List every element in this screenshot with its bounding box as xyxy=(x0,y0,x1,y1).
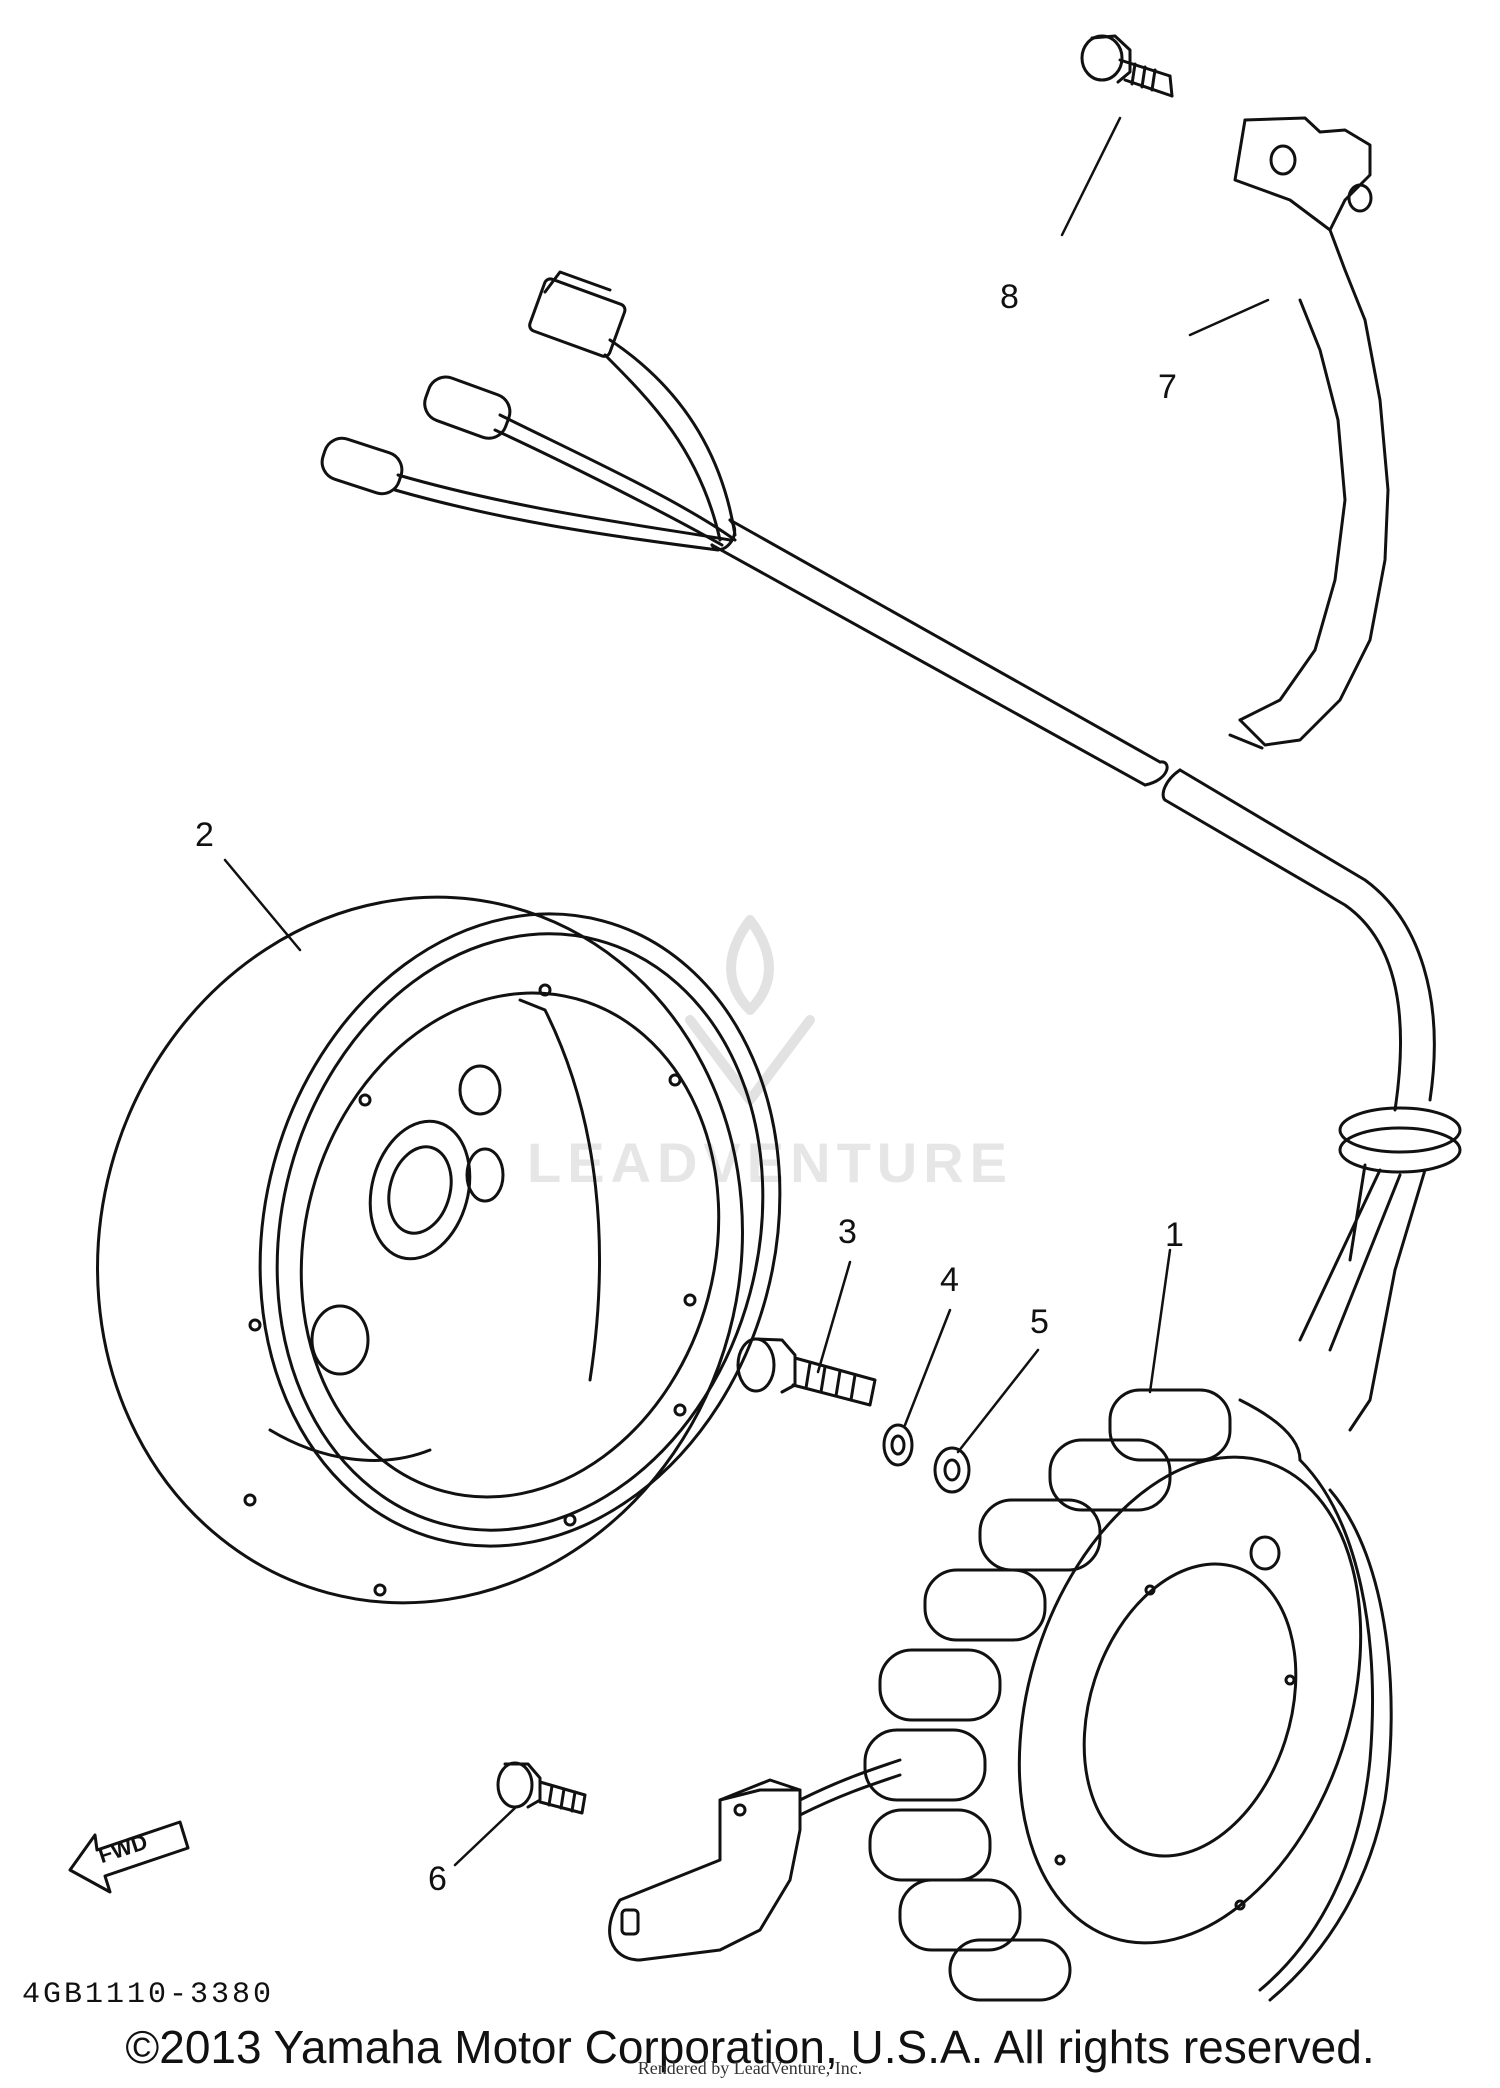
copyright-notice: ©2013 Yamaha Motor Corporation, U.S.A. A… xyxy=(125,2021,1375,2073)
part-4-washer xyxy=(882,1423,914,1467)
fwd-arrow-icon xyxy=(68,1820,190,1894)
part-1-stator xyxy=(863,1388,1393,2002)
wire-harness xyxy=(320,270,1462,1432)
part-8-bolt xyxy=(1080,34,1174,98)
part-3-bolt xyxy=(736,1337,877,1407)
callout-4: 4 xyxy=(940,1261,959,1299)
pickup-coil xyxy=(608,1758,902,1962)
part-2-rotor xyxy=(96,895,782,1605)
diagram-reference-code: 4GB1110-3380 xyxy=(22,1978,275,2012)
callout-3: 3 xyxy=(838,1213,857,1251)
part-6-screw xyxy=(496,1761,587,1815)
callout-5: 5 xyxy=(1030,1303,1049,1341)
callout-7: 7 xyxy=(1158,368,1177,406)
leader-lines xyxy=(223,116,1270,1867)
part-7-bracket xyxy=(1228,116,1390,750)
leadventure-watermark: LEADVENTURE xyxy=(526,1131,1014,1194)
callout-2: 2 xyxy=(195,816,214,854)
callout-8: 8 xyxy=(1000,278,1019,316)
part-5-washer xyxy=(933,1446,971,1494)
callout-6: 6 xyxy=(428,1860,447,1898)
callout-1: 1 xyxy=(1165,1216,1184,1254)
rendered-by-notice: Rendered by LeadVenture, Inc. xyxy=(637,2058,863,2078)
